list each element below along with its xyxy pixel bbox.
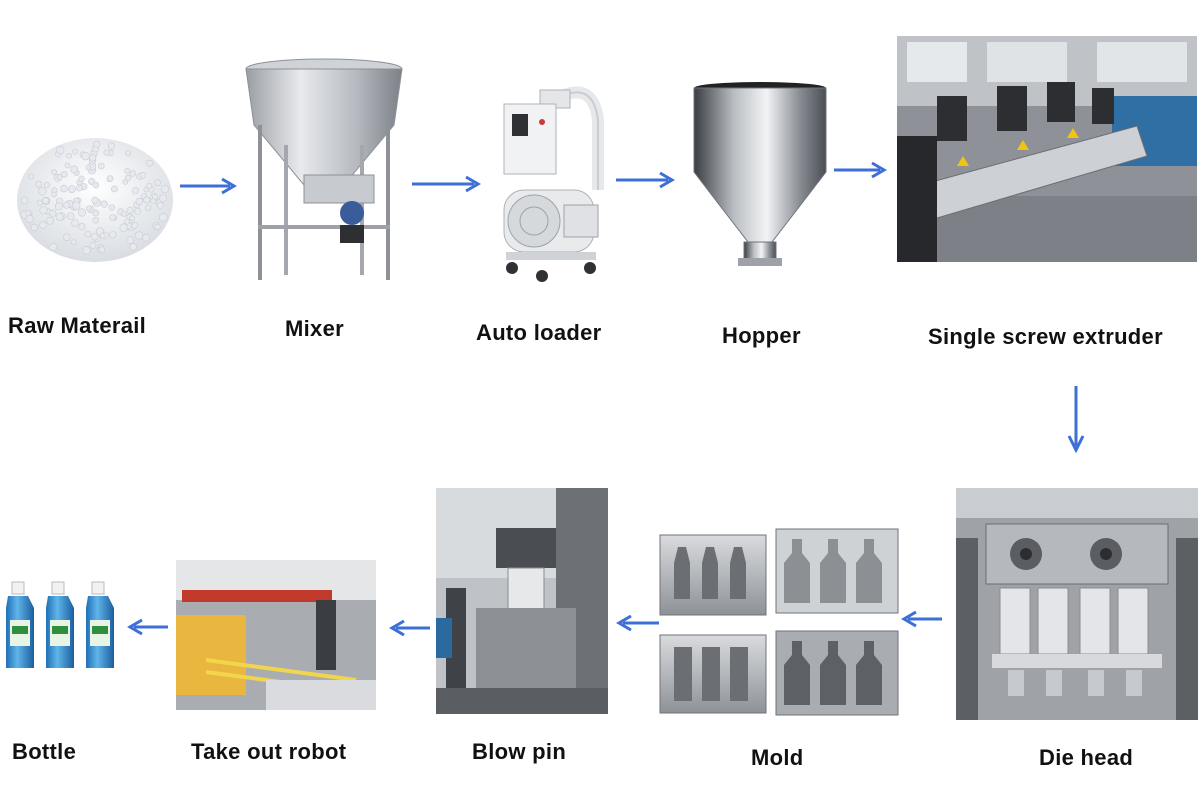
stage-single-screw-extruder [897, 36, 1197, 262]
flow-arrow [834, 161, 887, 179]
blow-pin-icon [436, 488, 608, 714]
take-out-robot-icon [176, 560, 376, 710]
stage-label-bottle: Bottle [12, 739, 77, 764]
stage-label-hopper: Hopper [722, 323, 801, 348]
stage-label-take-out-robot: Take out robot [191, 739, 347, 764]
stage-take-out-robot [176, 560, 376, 710]
flow-arrow [180, 177, 237, 195]
stage-label-mold: Mold [751, 745, 804, 770]
extruder-icon [897, 36, 1197, 262]
plastic-pellets-icon [17, 138, 173, 262]
stage-auto-loader [498, 80, 608, 285]
stage-mixer [244, 55, 404, 285]
stage-mold [658, 527, 900, 717]
stage-label-blow-pin: Blow pin [472, 739, 567, 764]
stage-label-auto-loader: Auto loader [476, 320, 602, 345]
flow-arrow [616, 614, 659, 632]
flow-arrow [412, 175, 481, 193]
stage-die-head [956, 488, 1198, 720]
stage-label-die-head: Die head [1039, 745, 1134, 770]
stage-label-raw-material: Raw Materail [8, 313, 147, 338]
die-head-icon [956, 488, 1198, 720]
hopper-icon [693, 82, 827, 266]
flow-arrow [1067, 386, 1085, 454]
stage-raw-material [10, 110, 180, 270]
stage-hopper [692, 80, 828, 275]
auto-loader-icon [503, 86, 604, 282]
stage-bottle [4, 580, 122, 672]
stage-blow-pin [436, 488, 608, 714]
stage-label-single-screw-extruder: Single screw extruder [928, 324, 1163, 349]
flow-arrow [616, 171, 675, 189]
bottle-icon [6, 581, 114, 668]
flow-arrow [901, 610, 942, 628]
mixer-machine-icon [245, 58, 403, 280]
flow-arrow [127, 618, 168, 636]
flow-arrow [389, 619, 430, 637]
mold-icon [659, 528, 899, 716]
stage-label-mixer: Mixer [285, 316, 344, 341]
